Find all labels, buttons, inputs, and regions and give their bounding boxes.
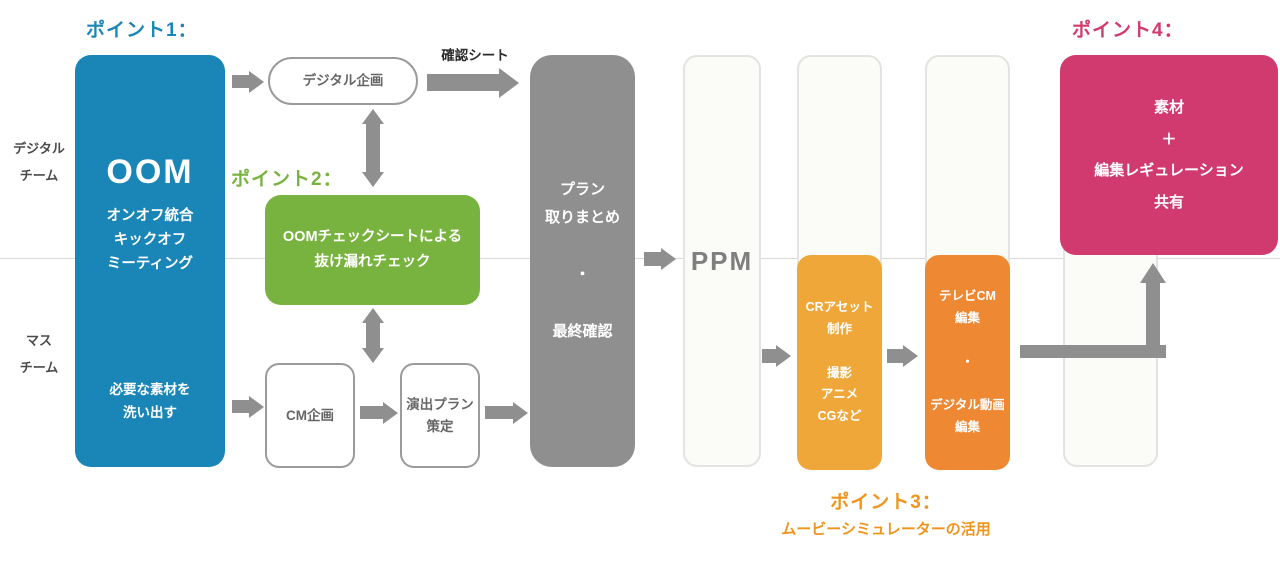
arrow-cr-asset-to-tv-cm-edit xyxy=(887,349,903,363)
lane-label-mass-team: マス チーム xyxy=(19,333,59,375)
elbow-vertical-bar xyxy=(1146,283,1160,358)
node-tv-cm-edit: テレビCM 編集 ・ デジタル動画 編集 xyxy=(925,255,1010,470)
node-direction-plan: 演出プラン 策定 xyxy=(400,363,480,468)
oom-note: 必要な素材を 洗い出す xyxy=(109,382,191,420)
arrow-plan-summary-to-ppm xyxy=(644,252,661,266)
node-digital-plan: デジタル企画 xyxy=(268,57,418,105)
lane-divider xyxy=(0,258,1280,259)
node-cr-asset: CRアセット 制作 撮影 アニメ CGなど xyxy=(797,255,882,470)
point4-label: ポイント4： xyxy=(1072,20,1184,41)
arrow-digital-plan-check-sheet-both xyxy=(366,124,380,172)
node-material-share: 素材 ＋ 編集レギュレーション 共有 xyxy=(1060,55,1278,255)
point1-label: ポイント1： xyxy=(86,20,198,41)
arrow-ppm-to-cr-asset xyxy=(762,349,776,363)
lane-label-digital-team: デジタル チーム xyxy=(13,141,65,183)
arrow-direction-plan-to-plan-summary xyxy=(485,406,513,419)
node-plan-summary: プラン 取りまとめ ・ 最終確認 xyxy=(530,55,635,467)
point3-label: ポイント3： xyxy=(830,492,942,513)
elbow-horizontal-bar xyxy=(1020,345,1166,358)
arrow-check-sheet-cm-plan-both xyxy=(366,323,380,348)
node-ppm: PPM xyxy=(683,55,761,467)
oom-title: OOM xyxy=(106,153,194,191)
node-cm-plan: CM企画 xyxy=(265,363,355,468)
point3-subtitle: ムービーシミュレーターの活用 xyxy=(781,521,991,538)
arrow-cm-plan-to-direction-plan xyxy=(360,406,383,419)
arrow-digital-plan-to-plan-summary xyxy=(427,74,499,91)
point2-label: ポイント2： xyxy=(231,169,343,190)
confirmation-sheet-label: 確認シート xyxy=(441,48,509,63)
oom-subtitle: オンオフ統合 キックオフ ミーティング xyxy=(106,208,194,272)
arrow-oom-to-cm-plan xyxy=(232,400,249,413)
node-oom: OOM オンオフ統合 キックオフ ミーティング 必要な素材を 洗い出す xyxy=(75,55,225,467)
node-oom-check-sheet: OOMチェックシートによる 抜け漏れチェック xyxy=(265,195,480,305)
arrow-oom-to-digital-plan xyxy=(232,75,249,88)
